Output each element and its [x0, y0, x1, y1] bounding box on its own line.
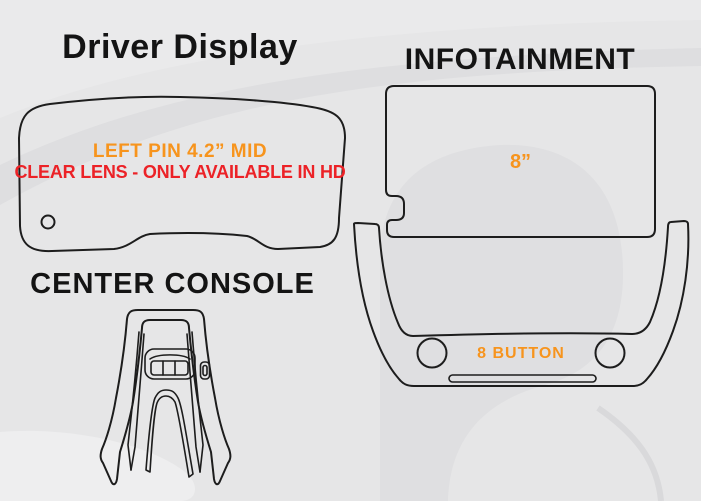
- infotainment-screen-size-label: 8”: [509, 151, 532, 173]
- bezel-knob-right: [594, 337, 626, 369]
- infotainment-bezel-label: 8 BUTTON: [477, 345, 565, 362]
- driver-display-outline: [18, 95, 346, 253]
- driver-display-pin-hole: [40, 214, 56, 230]
- center-console-title: CENTER CONSOLE: [30, 268, 315, 300]
- bezel-slot: [448, 374, 597, 383]
- driver-display-title: Driver Display: [62, 28, 298, 66]
- infotainment-title: INFOTAINMENT: [404, 43, 636, 76]
- console-tunnel: [145, 389, 194, 478]
- console-button-cluster: [144, 348, 196, 380]
- infotainment-screen-outline: [385, 85, 656, 238]
- driver-display-callout-line1: LEFT PIN 4.2” MID: [92, 141, 268, 162]
- bezel-knob-left: [416, 337, 448, 369]
- infotainment-bezel-outline: [353, 220, 690, 387]
- console-side-switch: [199, 361, 211, 380]
- driver-display-callout-line2: CLEAR LENS - ONLY AVAILABLE IN HD: [14, 162, 346, 182]
- center-console-outline: [99, 309, 232, 486]
